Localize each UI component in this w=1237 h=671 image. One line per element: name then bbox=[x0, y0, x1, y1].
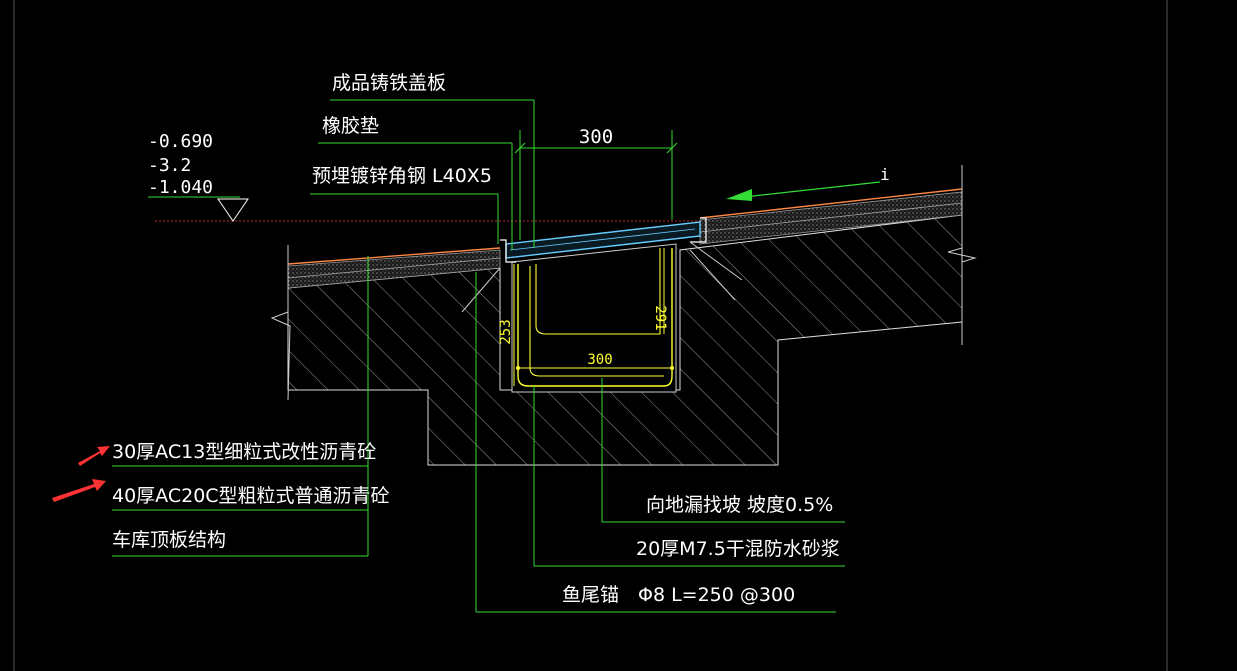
cover-inner-line bbox=[509, 228, 696, 251]
label-angle-steel: 预埋镀锌角钢 L40X5 bbox=[312, 165, 492, 187]
dim-dot-inner-right bbox=[670, 366, 674, 370]
asphalt-mid-right bbox=[699, 202, 963, 233]
asphalt-top-left bbox=[287, 247, 501, 265]
asphalt-mid-left bbox=[287, 257, 501, 279]
dim-left-depth: 253 bbox=[498, 319, 514, 344]
elevation-3: -1.040 bbox=[148, 177, 213, 198]
slab-edge-hint-1 bbox=[689, 241, 743, 281]
slope-mark: i bbox=[880, 165, 890, 184]
channel-opening bbox=[511, 243, 677, 393]
slope-arrow-line bbox=[734, 181, 881, 199]
elevation-1: -0.690 bbox=[148, 131, 213, 152]
dim-right-depth: 291 bbox=[652, 305, 668, 330]
dim-tick-top-left bbox=[514, 142, 526, 154]
layer-label-2: 40厚AC20C型粗粒式普通沥青砼 bbox=[112, 485, 390, 507]
asphalt-top-right bbox=[699, 188, 963, 219]
label-anchor: 鱼尾锚 Φ8 L=250 @300 bbox=[562, 584, 795, 606]
dim-dot-inner-left bbox=[516, 366, 520, 370]
label-cast-iron-cover: 成品铸铁盖板 bbox=[332, 72, 446, 94]
angle-steel-right bbox=[690, 217, 707, 243]
elevation-triangle bbox=[217, 198, 249, 222]
label-mortar: 20厚M7.5干混防水砂浆 bbox=[636, 538, 840, 560]
dim-cover-width: 300 bbox=[579, 126, 613, 148]
channel-waterproof-line bbox=[517, 248, 673, 387]
elevation-2: -3.2 bbox=[148, 155, 191, 176]
angle-steel-left bbox=[500, 239, 516, 263]
red-arrow-2 bbox=[52, 479, 106, 502]
layer-label-1: 30厚AC13型细粒式改性沥青砼 bbox=[112, 441, 376, 463]
break-line-right bbox=[947, 165, 977, 345]
slab-edge-hint-3 bbox=[461, 267, 501, 313]
layer-label-3: 车库顶板结构 bbox=[112, 529, 226, 551]
red-arrow-1 bbox=[78, 446, 110, 466]
slab-edge-hint-2 bbox=[689, 249, 736, 301]
label-rubber-pad: 橡胶垫 bbox=[322, 115, 379, 137]
dim-tick-top-right bbox=[666, 142, 678, 154]
label-slope-note: 向地漏找坡 坡度0.5% bbox=[646, 494, 833, 516]
channel-inner-line bbox=[535, 248, 661, 335]
slope-arrow-head bbox=[726, 189, 752, 201]
dim-channel-width: 300 bbox=[587, 352, 612, 368]
break-line-left bbox=[270, 245, 291, 401]
